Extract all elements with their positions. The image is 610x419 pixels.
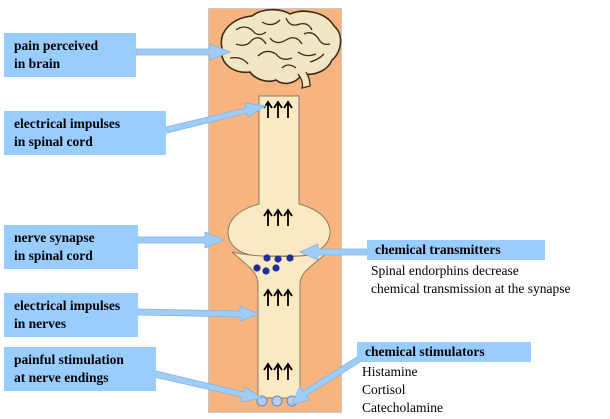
label-nerve-impulses-line2: in nerves [14,315,128,333]
peripheral-nerve [232,252,328,398]
label-painful-stimulation: painful stimulation at nerve endings [4,347,156,391]
impulse-arrow-group-brain [264,102,292,118]
arrow-nerve-impulses [138,306,259,321]
stimulator-cortisol: Cortisol [362,381,406,398]
label-painful-stimulation-line1: painful stimulation [14,351,146,369]
label-pain-perceived-line2: in brain [14,55,126,73]
stimulators-title: chemical stimulators [357,342,531,362]
transmitters-title: chemical transmitters [367,240,545,260]
label-pain-perceived: pain perceived in brain [4,33,136,77]
label-spinal-impulses: electrical impulses in spinal cord [4,111,166,155]
arrow-synapse [138,232,224,248]
label-nerve-synapse-line1: nerve synapse [14,229,128,247]
brain-illustration [221,10,340,88]
impulse-arrow-group-synapse [264,210,292,226]
arrow-pain-brain [136,44,230,60]
label-spinal-impulses-line1: electrical impulses [14,115,156,133]
spinal-cord [228,96,330,256]
impulse-arrow-group-nerve-upper [264,290,292,306]
label-pain-perceived-line1: pain perceived [14,37,126,55]
arrow-spinal-impulses [166,103,266,133]
nerve-ending-receptors [257,396,297,406]
arrow-stimulators [292,357,360,404]
stimulator-catecholamine: Catecholamine [362,399,443,416]
label-nerve-synapse: nerve synapse in spinal cord [4,225,138,269]
label-spinal-impulses-line2: in spinal cord [14,133,156,151]
label-painful-stimulation-line2: at nerve endings [14,369,146,387]
impulse-arrow-group-nerve-lower [264,364,292,380]
arrow-stimulation [154,371,262,402]
label-nerve-impulses: electrical impulses in nerves [4,293,138,337]
label-nerve-synapse-line2: in spinal cord [14,247,128,265]
transmitters-line2: chemical transmission at the synapse [371,280,570,297]
transmitters-line1: Spinal endorphins decrease [371,262,519,279]
stimulator-histamine: Histamine [362,363,418,380]
label-nerve-impulses-line1: electrical impulses [14,297,128,315]
